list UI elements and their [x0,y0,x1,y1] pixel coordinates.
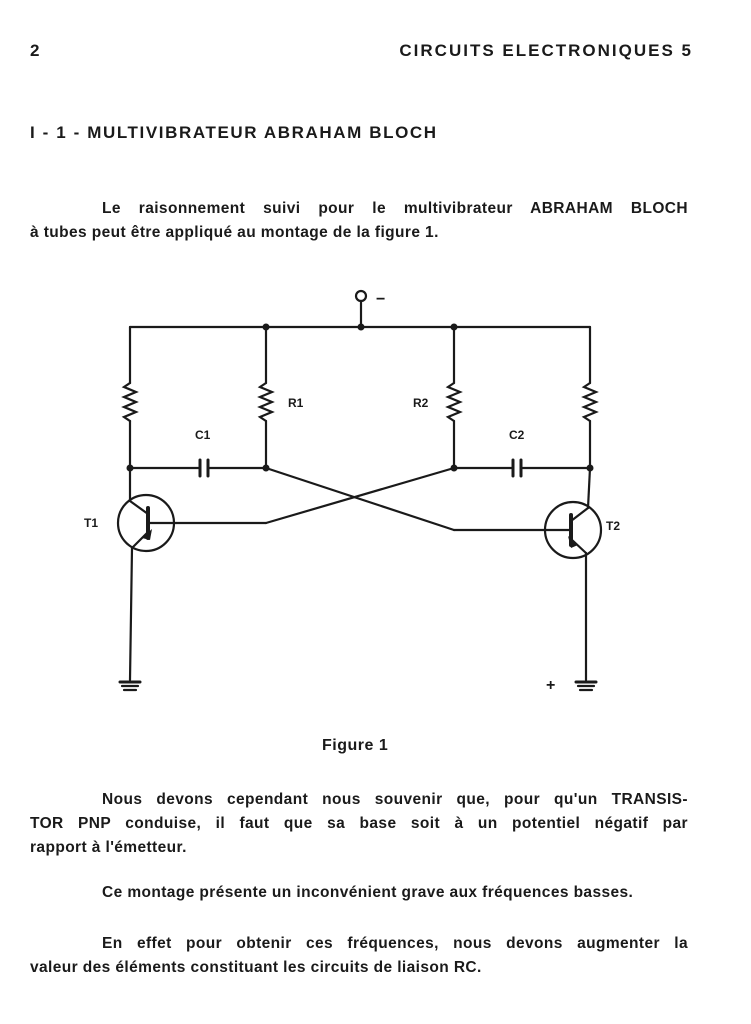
resistor-r2 [445,381,463,423]
junction-dot [586,464,594,472]
emitter-arrow-t1 [142,529,152,540]
cross-wire [264,466,456,532]
paragraph-intro: Le raisonnement suivi pour le multivibra… [30,197,688,245]
c2-label: C2 [509,428,525,442]
junction-dot [450,323,458,331]
t2-label: T2 [606,519,620,533]
r1-label: R1 [288,396,304,410]
page-number: 2 [30,41,41,60]
junction-dot [450,464,458,472]
junction-dot [357,323,365,331]
text-line: TOR PNP conduise, il faut que sa base so… [30,815,688,832]
text-line: Ce montage présente un inconvénient grav… [102,884,634,901]
text-line: rapport à l'émetteur. [30,839,187,856]
paragraph-pnp: Nous devons cependant nous souvenir que,… [30,788,688,860]
text-line: à tubes peut être appliqué au montage de… [30,224,439,241]
text-line: Nous devons cependant nous souvenir que,… [102,791,688,808]
supply-minus-label: − [376,291,385,308]
resistor-r1 [257,381,275,423]
running-title: CIRCUITS ELECTRONIQUES 5 [399,41,693,60]
r2-label: R2 [413,396,429,410]
ground-plus-label: + [546,677,555,694]
paragraph-inconvenient: Ce montage présente un inconvénient grav… [30,881,688,905]
section-heading: I - 1 - MULTIVIBRATEUR ABRAHAM BLOCH [30,123,438,142]
resistor-rc1 [121,381,139,423]
junction-dot [262,323,270,331]
figure-caption: Figure 1 [322,737,389,754]
junction-dot [126,464,134,472]
cross-wire [264,466,456,525]
circuit-diagram: − R1 R2 C1 C2 T1 T2 + [84,289,620,694]
text-line: En effet pour obtenir ces fréquences, no… [102,935,688,952]
c1-label: C1 [195,428,211,442]
supply-terminal [354,289,368,303]
junction-dot [262,464,270,472]
text-line: valeur des éléments constituant les circ… [30,959,482,976]
text-line: Le raisonnement suivi pour le multivibra… [102,200,688,217]
t1-label: T1 [84,516,98,530]
resistor-rc2 [581,381,599,423]
paragraph-frequencies: En effet pour obtenir ces fréquences, no… [30,932,688,980]
emitter-arrow-t2 [568,536,578,548]
